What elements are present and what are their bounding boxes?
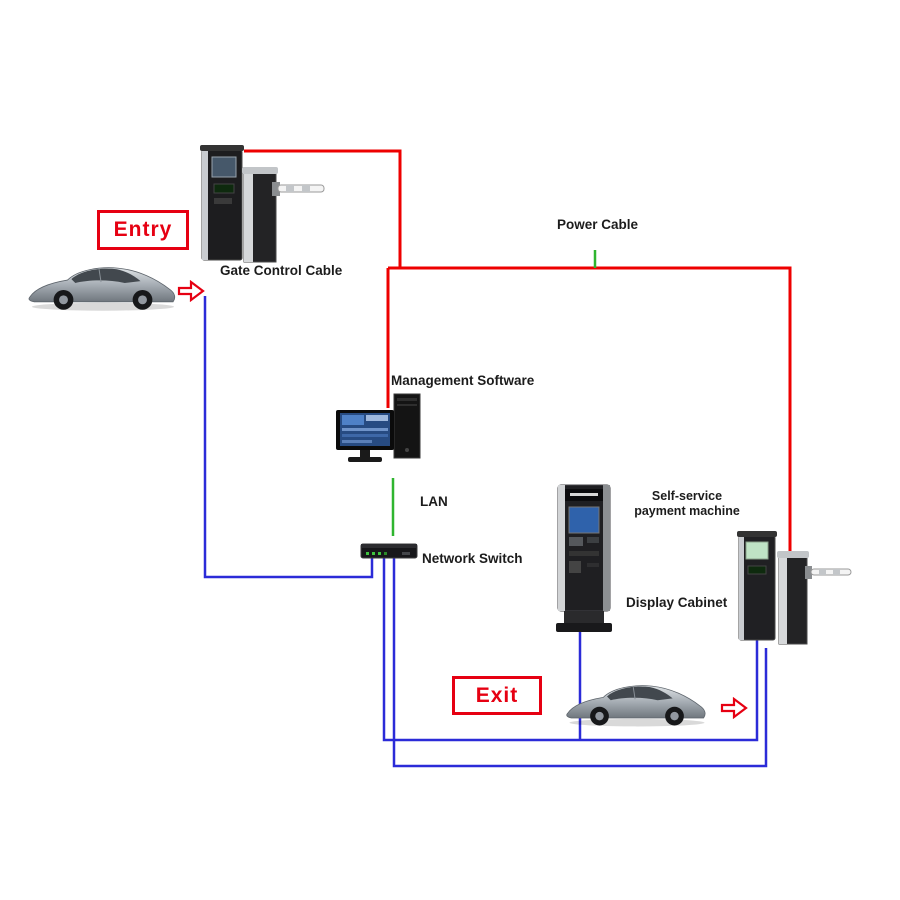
entry-barrier-arm — [277, 184, 325, 193]
network-line-exit-1 — [382, 558, 759, 742]
self-service-label-line1: Self-service — [651, 489, 723, 503]
entry-label: Entry — [113, 218, 173, 241]
exit-car-image — [566, 685, 706, 727]
self-service-payment-machine-label: Self-service payment machine — [630, 489, 744, 519]
exit-direction-arrow-icon — [720, 696, 748, 724]
entry-car-image — [28, 267, 176, 311]
exit-label-box: Exit — [452, 676, 542, 715]
lan-label: LAN — [420, 494, 448, 509]
exit-barrier-arm — [810, 568, 852, 576]
entry-kiosk-screen — [211, 156, 237, 178]
exit-label: Exit — [475, 683, 519, 707]
payment-machine-screen — [568, 506, 600, 534]
exit-kiosk-screen — [745, 541, 769, 560]
management-computer-image — [336, 393, 421, 462]
management-software-label: Management Software — [391, 373, 535, 388]
network-switch-image — [360, 543, 418, 559]
network-line-entry-station — [203, 296, 374, 579]
gate-control-cable-label: Gate Control Cable — [220, 263, 343, 278]
power-cable-line-main — [388, 266, 792, 580]
entry-car — [24, 258, 182, 319]
entry-direction-arrow-icon — [177, 279, 205, 307]
network-line-exit-2 — [392, 558, 768, 768]
power-cable-line-entry-top — [244, 149, 402, 268]
payment-machine-image — [556, 484, 612, 632]
network-switch — [358, 539, 420, 566]
management-computer — [334, 392, 430, 475]
self-service-label-line2: payment machine — [634, 504, 740, 518]
exit-car — [562, 676, 712, 735]
network-switch-label: Network Switch — [422, 551, 523, 566]
entry-label-box: Entry — [97, 210, 189, 250]
entry-station — [194, 136, 329, 269]
display-cabinet-label: Display Cabinet — [626, 595, 728, 610]
entry-station-image — [200, 145, 325, 263]
power-cable-label: Power Cable — [557, 217, 639, 232]
payment-machine — [548, 481, 622, 640]
exit-station — [733, 526, 853, 661]
exit-station-image — [737, 531, 852, 645]
